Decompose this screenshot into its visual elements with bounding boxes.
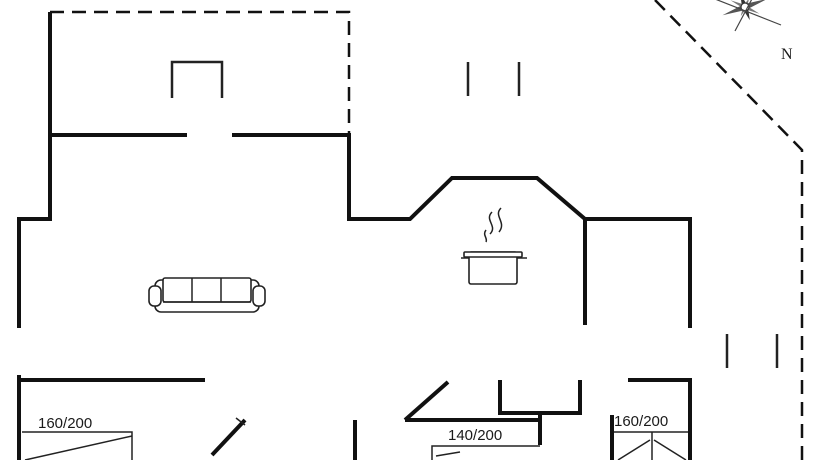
bed-size-label: 160/200 bbox=[614, 413, 668, 430]
exterior-walls bbox=[17, 12, 692, 460]
bed-3: 160/200 bbox=[614, 413, 688, 460]
cooking-pot-icon bbox=[461, 207, 527, 285]
doors bbox=[210, 380, 540, 457]
compass-north-label: N bbox=[781, 46, 793, 63]
bed-2: 140/200 bbox=[431, 427, 540, 460]
window-markers bbox=[170, 60, 779, 368]
bed-1: 160/200 bbox=[22, 415, 133, 460]
compass-rose-icon bbox=[715, 0, 782, 32]
terrace-outline-right bbox=[654, 0, 804, 460]
bed-size-label: 140/200 bbox=[448, 427, 502, 444]
bed-size-label: 160/200 bbox=[38, 415, 92, 432]
terrace-outline bbox=[50, 10, 351, 135]
sofa-icon bbox=[148, 277, 266, 313]
